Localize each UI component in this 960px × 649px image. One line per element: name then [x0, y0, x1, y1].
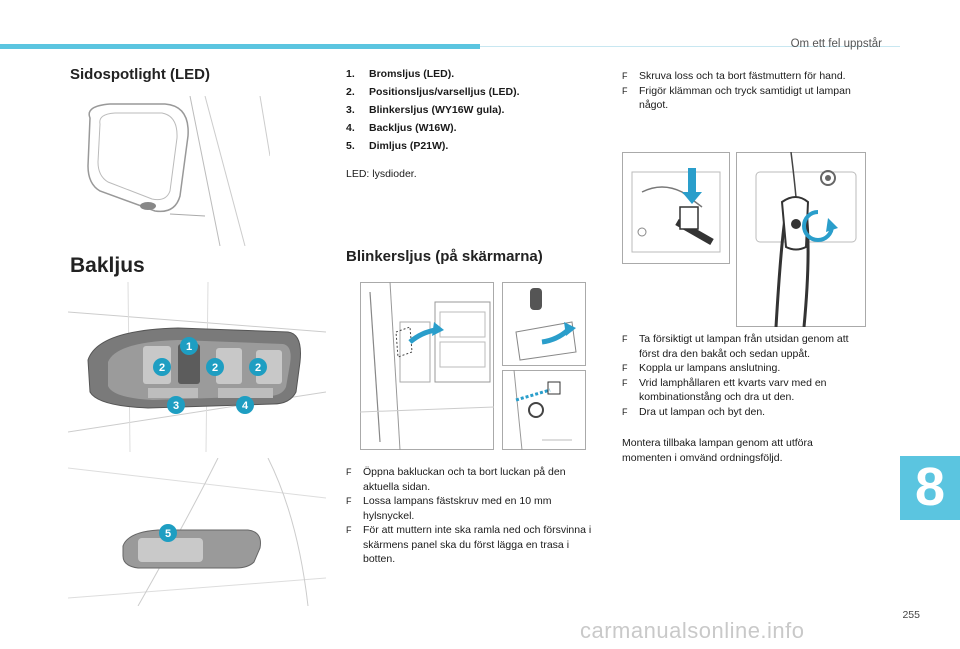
- svg-text:3: 3: [173, 400, 179, 412]
- badge-2c: 2: [249, 358, 267, 376]
- mirror-illustration: [87, 96, 270, 246]
- pliers-illustration: [736, 152, 866, 327]
- svg-text:4: 4: [242, 400, 249, 412]
- rear-lamp-illustration: 1 2 2 2 3 4: [68, 282, 326, 452]
- running-head: Om ett fel uppstår: [790, 38, 882, 50]
- svg-text:1: 1: [186, 341, 192, 353]
- lamp-item: 2.Positionsljus/varselljus (LED).: [346, 86, 520, 98]
- chapter-number: 8: [914, 457, 946, 517]
- cover-removal-illustration: [502, 282, 586, 366]
- badge-5: 5: [159, 524, 177, 542]
- header-accent-bar: [0, 44, 480, 49]
- lamp-item: 4.Backljus (W16W).: [346, 122, 457, 134]
- badge-2b: 2: [206, 358, 224, 376]
- badge-1: 1: [180, 337, 198, 355]
- lamp-item: 3.Blinkersljus (WY16W gula).: [346, 104, 505, 116]
- lamp-list: 1.Bromsljus (LED). 2.Positionsljus/varse…: [346, 68, 520, 158]
- svg-text:5: 5: [165, 528, 171, 540]
- badge-4: 4: [236, 396, 254, 414]
- watermark: carmanualsonline.info: [580, 618, 805, 643]
- section-title-sidospotlight: Sidospotlight (LED): [70, 66, 210, 83]
- screw-removal-illustration: [502, 370, 586, 450]
- closing-note: Montera tillbaka lampan genom att utföra…: [622, 437, 813, 464]
- nut-removal-illustration: [622, 152, 730, 264]
- svg-text:2: 2: [159, 362, 165, 374]
- svg-text:2: 2: [255, 362, 261, 374]
- lamp-item: 5.Dimljus (P21W).: [346, 140, 449, 152]
- fog-lamp-illustration: 5: [68, 458, 326, 606]
- led-note: LED: lysdioder.: [346, 168, 417, 180]
- badge-3: 3: [167, 396, 185, 414]
- section-title-bakljus: Bakljus: [70, 254, 145, 277]
- badge-2a: 2: [153, 358, 171, 376]
- chapter-tab: [900, 456, 960, 520]
- lamp-item: 1.Bromsljus (LED).: [346, 68, 455, 80]
- header-rule: [480, 46, 900, 47]
- section-title-blinker: Blinkersljus (på skärmarna): [346, 248, 543, 265]
- svg-text:2: 2: [212, 362, 218, 374]
- page-number: 255: [902, 609, 920, 621]
- trunk-illustration: [360, 282, 494, 450]
